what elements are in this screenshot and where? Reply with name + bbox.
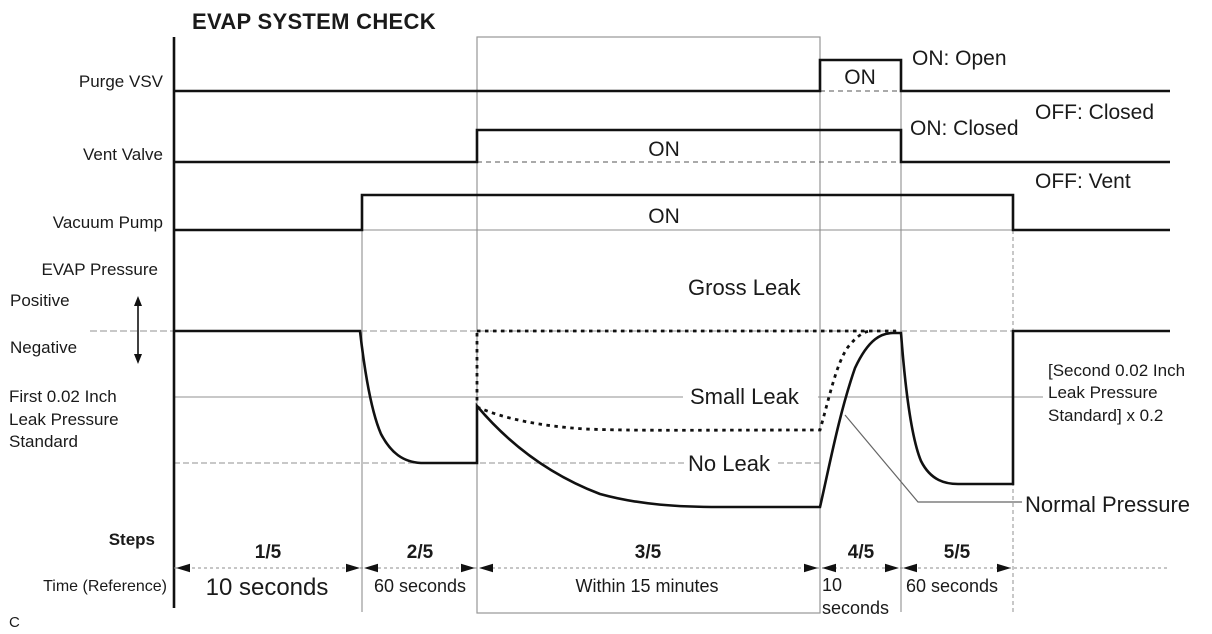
step-3-label: 3/5 — [635, 542, 662, 563]
normal-pressure-label: Normal Pressure — [1025, 492, 1190, 517]
svg-text:First 0.02 Inch: First 0.02 Inch — [9, 387, 117, 406]
vent-on-legend: ON: Closed — [910, 117, 1019, 140]
off-level-references — [362, 90, 1013, 231]
time-dimension-line — [174, 563, 1170, 573]
step-5-label: 5/5 — [944, 542, 971, 563]
svg-text:Leak Pressure: Leak Pressure — [9, 410, 119, 429]
positive-negative-arrow — [134, 296, 142, 364]
svg-text:[Second 0.02 Inch: [Second 0.02 Inch — [1048, 361, 1185, 380]
step-2-time: 60 seconds — [374, 576, 466, 596]
step-5-time: 60 seconds — [906, 576, 998, 596]
negative-label: Negative — [10, 338, 77, 357]
vacuum-pump-label: Vacuum Pump — [53, 213, 163, 232]
time-reference-header: Time (Reference) — [43, 578, 167, 595]
purge-vsv-label: Purge VSV — [79, 72, 164, 91]
vacuum-pump-trace — [174, 193, 1170, 232]
evap-pressure-label: EVAP Pressure — [41, 260, 158, 279]
step-4-label: 4/5 — [848, 542, 875, 563]
svg-text:Standard] x 0.2: Standard] x 0.2 — [1048, 406, 1163, 425]
vacuum-pump-on-label: ON — [648, 205, 680, 228]
small-leak-curve — [476, 329, 873, 432]
step-3-time: Within 15 minutes — [575, 576, 718, 596]
svg-text:seconds: seconds — [822, 598, 889, 618]
step-1-time: 10 seconds — [206, 574, 329, 601]
second-standard-label: [Second 0.02 Inch Leak Pressure Standard… — [1048, 361, 1185, 425]
svg-text:Standard: Standard — [9, 432, 78, 451]
evap-pressure-trace — [174, 329, 1170, 509]
purge-vsv-trace — [174, 58, 1170, 93]
normal-pressure-callout — [844, 414, 1022, 503]
no-leak-label: No Leak — [688, 451, 771, 476]
small-leak-label: Small Leak — [690, 384, 800, 409]
step-4-time: 10 seconds — [822, 575, 889, 618]
vent-off-legend: OFF: Vent — [1035, 170, 1131, 193]
purge-on-legend: ON: Open — [912, 47, 1007, 70]
figure-footnote: C — [9, 614, 20, 631]
diagram-title: EVAP SYSTEM CHECK — [192, 9, 436, 34]
svg-text:10: 10 — [822, 575, 842, 595]
svg-text:Leak Pressure: Leak Pressure — [1048, 383, 1158, 402]
first-standard-label: First 0.02 Inch Leak Pressure Standard — [9, 387, 119, 451]
purge-vsv-on-label: ON — [844, 66, 876, 89]
positive-label: Positive — [10, 291, 70, 310]
steps-header: Steps — [109, 530, 155, 549]
vent-valve-label: Vent Valve — [83, 145, 163, 164]
vent-valve-on-label: ON — [648, 138, 680, 161]
purge-off-legend: OFF: Closed — [1035, 101, 1154, 124]
step-2-label: 2/5 — [407, 542, 434, 563]
step3-box — [476, 36, 821, 614]
vent-valve-trace — [174, 128, 1170, 164]
step-1-label: 1/5 — [255, 542, 282, 563]
gross-leak-label: Gross Leak — [688, 275, 801, 300]
